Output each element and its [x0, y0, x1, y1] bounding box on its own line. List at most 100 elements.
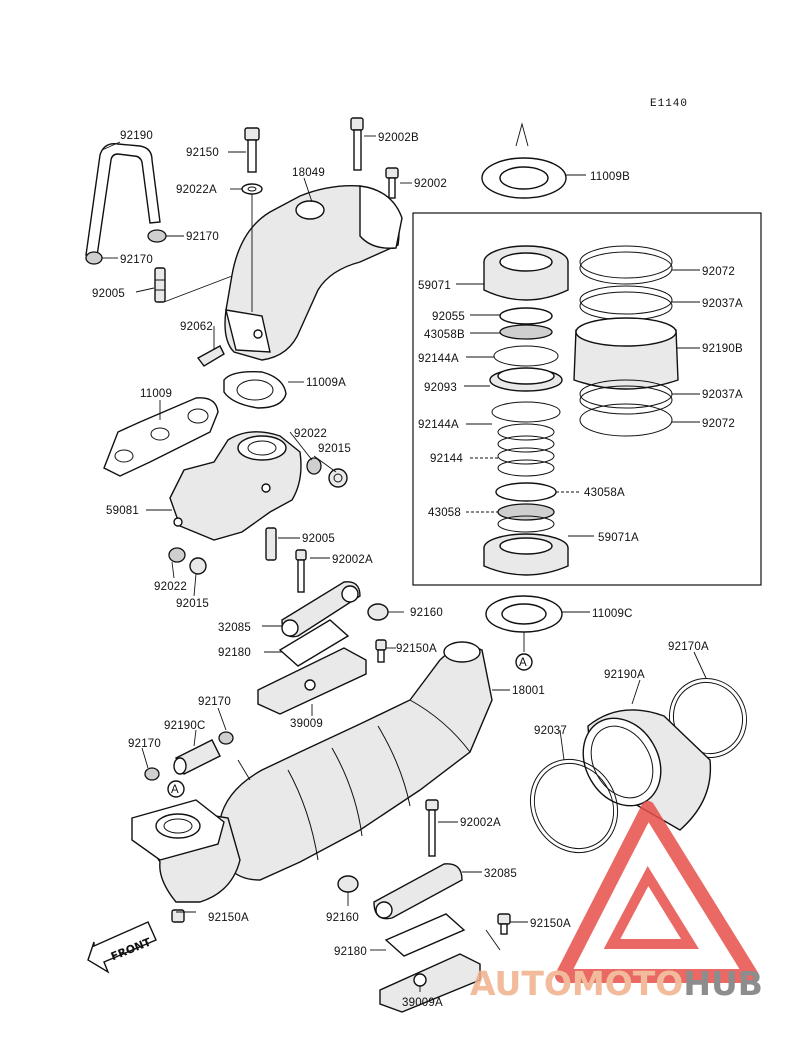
retainer-59071 [483, 245, 569, 301]
label-92144A-b: 92144A [418, 419, 459, 431]
nipple-92005 [154, 267, 166, 303]
arrow-up-icon [515, 122, 529, 147]
label-92072-b: 92072 [702, 418, 735, 430]
elbow-18049 [224, 185, 403, 361]
label-92150A-c: 92150A [530, 918, 571, 930]
nipple-92005-mid [265, 527, 277, 561]
diagram-code: E1140 [650, 98, 688, 110]
gasket-11009 [103, 397, 219, 477]
elbow-59081 [169, 431, 302, 541]
clamp-92170-left [85, 251, 103, 265]
ring-92037A-upper [579, 285, 673, 321]
label-92022A: 92022A [176, 184, 217, 196]
bolt-92150A-mid [375, 639, 387, 663]
label-92150A-a: 92150A [396, 643, 437, 655]
label-92190B: 92190B [702, 343, 743, 355]
label-92062: 92062 [180, 321, 213, 333]
label-92093: 92093 [424, 382, 457, 394]
clamp-92170-d [144, 767, 160, 781]
callout-a-right: A [515, 632, 533, 671]
label-18001: 18001 [512, 685, 545, 697]
label-11009B: 11009B [590, 171, 630, 183]
hose-92190A [582, 709, 712, 831]
label-92037A-a: 92037A [702, 298, 743, 310]
label-92170-c: 92170 [198, 696, 231, 708]
label-92037: 92037 [534, 725, 567, 737]
label-92170-a: 92170 [186, 231, 219, 243]
boot-92190B [573, 317, 679, 390]
label-92002A-a: 92002A [332, 554, 373, 566]
label-92180-b: 92180 [334, 946, 367, 958]
callout-a-left: A [167, 780, 185, 798]
label-59071: 59071 [418, 280, 451, 292]
label-92002A-b: 92002A [460, 817, 501, 829]
label-59071A: 59071A [598, 532, 639, 544]
label-92144A-a: 92144A [418, 353, 459, 365]
label-92015-b: 92015 [176, 598, 209, 610]
label-92055: 92055 [432, 311, 465, 323]
label-92022-b: 92022 [154, 581, 187, 593]
front-arrow-icon: FRONT [87, 921, 157, 974]
svg-text:A: A [519, 657, 527, 669]
label-92015-a: 92015 [318, 443, 351, 455]
clamp-92170-upper [147, 229, 167, 243]
label-92180-a: 92180 [218, 647, 251, 659]
label-92150: 92150 [186, 147, 219, 159]
label-92160-b: 92160 [326, 912, 359, 924]
gasket-11009C [485, 595, 563, 633]
plate-92180-lower [384, 913, 466, 957]
nut-92015-lower [189, 557, 207, 575]
bolt-92150A-right [497, 913, 511, 935]
label-11009A: 11009A [306, 377, 346, 389]
pipe-92190C [173, 739, 221, 775]
clamp-92072-upper [579, 245, 673, 285]
label-39009: 39009 [290, 718, 323, 730]
label-92002: 92002 [414, 178, 447, 190]
clamp-92170-c [218, 731, 234, 745]
circlip-92144A-lower [491, 401, 561, 423]
outlet-pipe [131, 799, 241, 903]
bolt-92002A-upper [295, 549, 307, 593]
label-92005-b: 92005 [302, 533, 335, 545]
clamp-92037 [529, 758, 619, 854]
circlip-92144A-upper [493, 345, 559, 367]
label-92190A: 92190A [604, 669, 645, 681]
bolt-92002 [385, 167, 399, 199]
seal-assembly-frame [412, 212, 762, 586]
bearing-92093 [489, 367, 563, 392]
bracket-39009A [379, 953, 481, 1013]
label-43058A: 43058A [584, 487, 625, 499]
retainer-59071A [483, 533, 569, 576]
label-92144: 92144 [430, 453, 463, 465]
bracket-39009 [257, 647, 367, 715]
label-32085-b: 32085 [484, 868, 517, 880]
label-92072-a: 92072 [702, 266, 735, 278]
label-11009C: 11009C [592, 608, 633, 620]
label-92022: 92022 [294, 428, 327, 440]
clamp-92072-lower [579, 403, 673, 437]
ring-92055 [499, 307, 553, 325]
nut-92015 [328, 468, 348, 488]
label-92170A: 92170A [668, 641, 709, 653]
washer-92022-lower [168, 547, 186, 563]
collar-92160 [367, 603, 389, 621]
plate-92180 [278, 619, 350, 667]
frame-leader-lines [456, 269, 700, 537]
seal-43058A [495, 482, 557, 502]
label-92170-b: 92170 [120, 254, 153, 266]
leader-lines [101, 135, 707, 992]
watermark-auto: AUTOMOTOHUB [470, 964, 763, 1003]
label-11009: 11009 [140, 388, 172, 400]
bolt-92150 [244, 127, 260, 173]
bracket-32085 [281, 581, 361, 638]
label-32085-a: 32085 [218, 622, 251, 634]
label-92170-d: 92170 [128, 738, 161, 750]
gasket-11009A [223, 370, 287, 409]
label-92150A-b: 92150A [208, 912, 249, 924]
seal-43058 [497, 503, 555, 533]
bolt-92002B [350, 117, 364, 171]
label-43058B: 43058B [424, 329, 465, 341]
label-92190: 92190 [120, 130, 153, 142]
label-92005-a: 92005 [92, 288, 125, 300]
